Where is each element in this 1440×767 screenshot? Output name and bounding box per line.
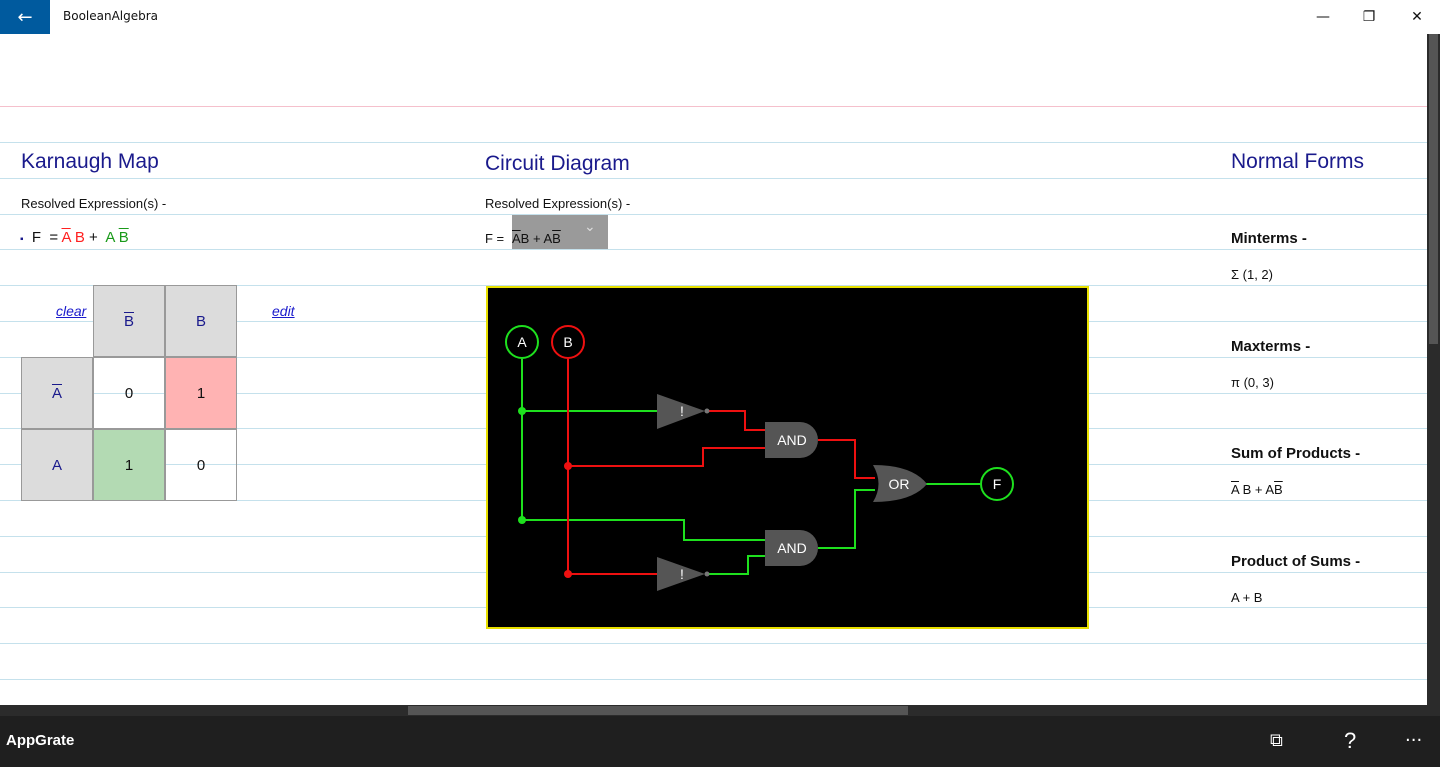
app-title: BooleanAlgebra (63, 9, 159, 23)
circuit-expr-prefix: F = (485, 231, 505, 246)
kmap-cell[interactable]: 1 (165, 357, 237, 429)
circuit-resolved-label: Resolved Expression(s) - (485, 196, 631, 211)
not-gate-2: ! (657, 557, 710, 591)
kmap-row-header-a: A (21, 429, 93, 501)
svg-text:A: A (517, 334, 527, 350)
sop-label: Sum of Products - (1231, 445, 1361, 462)
ruled-line (0, 679, 1427, 680)
ruled-line (0, 643, 1427, 645)
clear-link[interactable]: clear (56, 303, 87, 319)
kmap-resolved-label: Resolved Expression(s) - (21, 196, 167, 211)
kmap-col-header-not-b: B (93, 285, 165, 357)
help-button[interactable]: ? (1344, 728, 1357, 753)
kmap-row-header-not-a: A (21, 357, 93, 429)
svg-text:!: ! (680, 403, 684, 419)
ruled-line (0, 213, 1427, 215)
margin-line (0, 106, 1427, 107)
close-button[interactable]: ✕ (1411, 9, 1423, 25)
input-b[interactable]: B (551, 325, 585, 359)
and-gate-2: AND (765, 530, 818, 566)
more-button[interactable]: ··· (1405, 730, 1423, 751)
pos-value: A + B (1231, 590, 1263, 605)
restore-button[interactable]: ❐ (1362, 9, 1376, 25)
ruled-line (0, 142, 1427, 143)
and-gate-1: AND (765, 422, 818, 458)
circuit-diagram: A B ! ! AND AND OR F (486, 286, 1089, 629)
kmap-cell[interactable]: 1 (93, 429, 165, 501)
kmap-cell[interactable]: 0 (165, 429, 237, 501)
output-f: F (980, 467, 1014, 501)
back-button[interactable]: ← (0, 0, 50, 34)
input-a[interactable]: A (505, 325, 539, 359)
minterms-value: Σ (1, 2) (1231, 267, 1273, 282)
kmap-expression: ▪ F = A B + A B (20, 229, 129, 246)
normal-forms-title: Normal Forms (1231, 150, 1365, 173)
brand-label: AppGrate (6, 732, 75, 749)
or-gate: OR (873, 465, 927, 502)
circuit-title: Circuit Diagram (485, 152, 630, 175)
ruled-line (0, 285, 1427, 287)
chevron-down-icon: ⌄ (584, 218, 596, 234)
horizontal-scrollbar[interactable] (0, 705, 1440, 716)
pos-label: Product of Sums - (1231, 553, 1361, 570)
svg-text:F: F (993, 476, 1002, 492)
svg-text:B: B (563, 334, 572, 350)
edit-link[interactable]: edit (272, 303, 295, 319)
kmap-title: Karnaugh Map (21, 150, 159, 173)
maxterms-label: Maxterms - (1231, 338, 1311, 355)
ruled-line (0, 249, 1427, 251)
horizontal-scroll-thumb[interactable] (408, 706, 908, 715)
minimize-button[interactable]: — (1316, 9, 1330, 25)
kmap-col-header-b: B (165, 285, 237, 357)
kmap-cell[interactable]: 0 (93, 357, 165, 429)
app-bar: AppGrate ⧉ ? ··· (0, 716, 1440, 767)
share-icon[interactable]: ⧉ (1270, 730, 1283, 751)
vertical-scrollbar[interactable] (1427, 34, 1440, 705)
svg-text:AND: AND (777, 432, 807, 448)
expression-dropdown[interactable]: AB + AB⌄ (512, 215, 608, 249)
maxterms-value: π (0, 3) (1231, 375, 1274, 390)
svg-text:AND: AND (777, 540, 807, 556)
not-gate-1: ! (657, 394, 710, 429)
vertical-scroll-thumb[interactable] (1429, 34, 1438, 344)
wire (521, 359, 980, 575)
junctions (518, 407, 572, 578)
back-arrow-icon: ← (17, 6, 33, 28)
svg-text:!: ! (680, 566, 684, 582)
svg-text:OR: OR (889, 476, 910, 492)
ruled-line (0, 177, 1427, 179)
wire (567, 359, 875, 575)
sop-value: A B + AB (1231, 482, 1283, 497)
title-bar (0, 0, 1440, 34)
minterms-label: Minterms - (1231, 230, 1307, 247)
